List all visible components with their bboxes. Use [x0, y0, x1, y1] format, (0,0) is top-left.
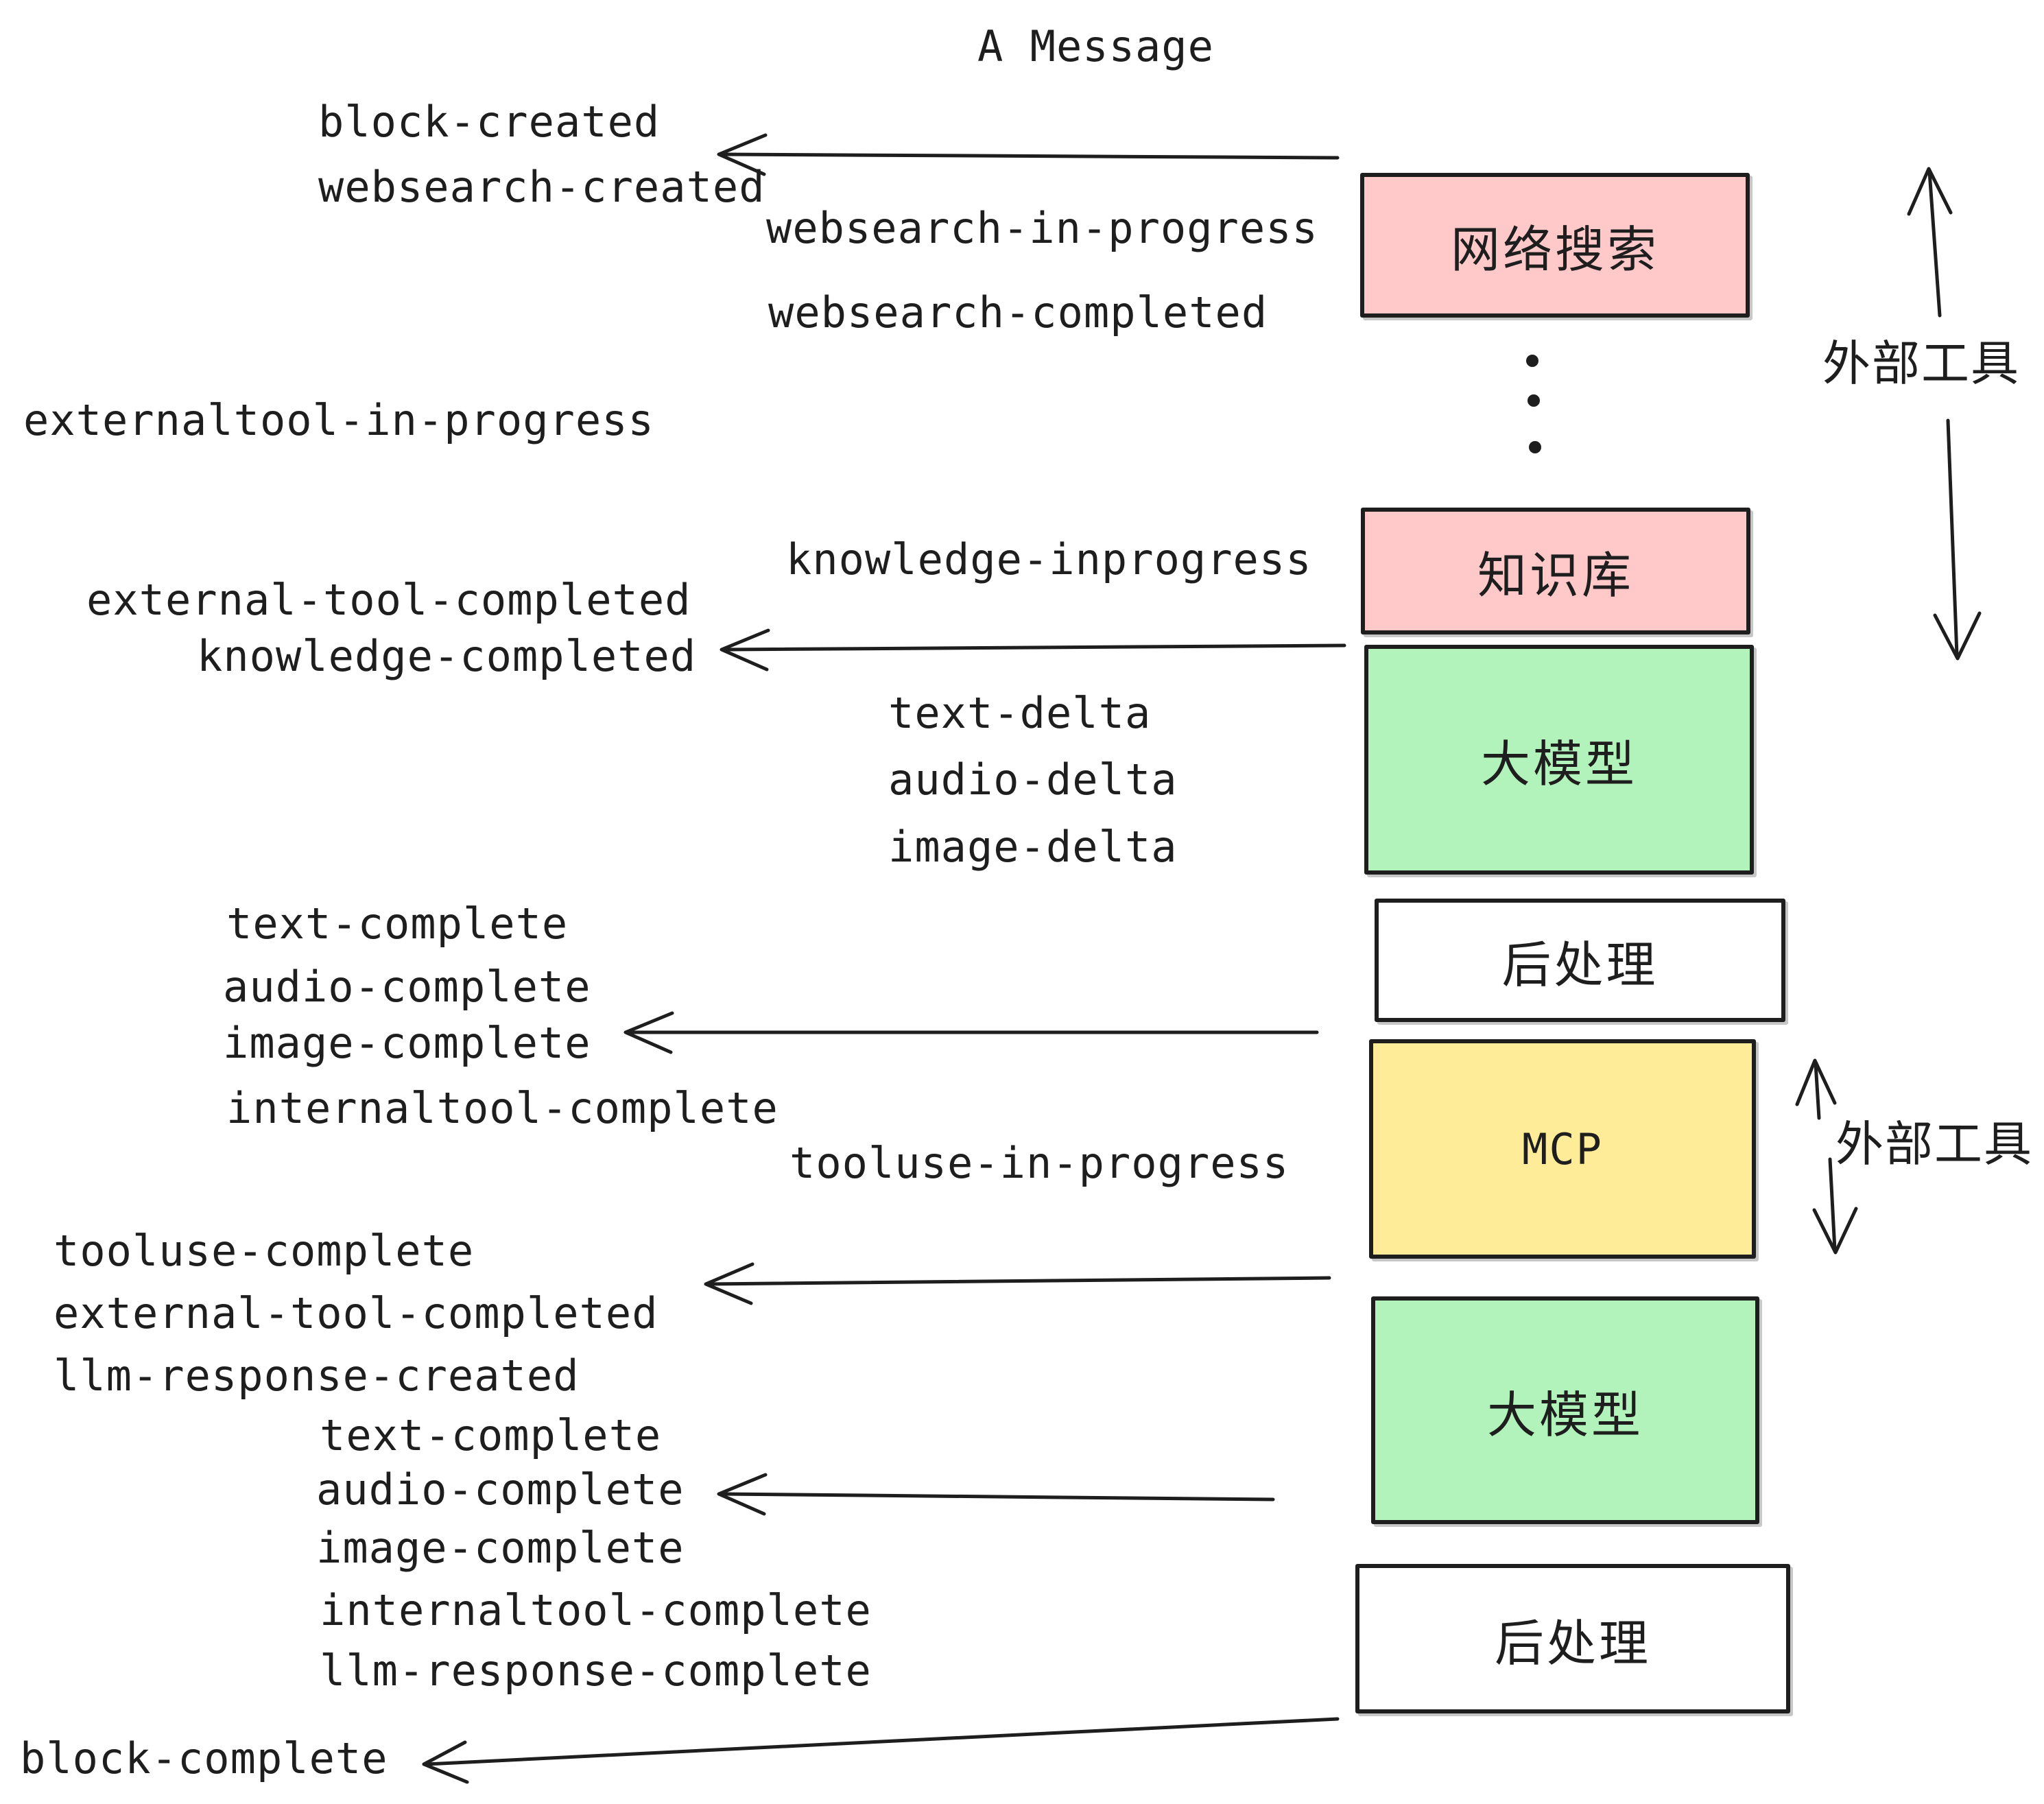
- event-external-tool-completed-2: external-tool-completed: [54, 1288, 658, 1338]
- box-mcp: MCP: [1369, 1039, 1756, 1259]
- arrow-to-knowledge-completed: [720, 628, 1346, 672]
- event-llm-response-complete: llm-response-complete: [320, 1646, 872, 1696]
- event-image-complete-1: image-complete: [223, 1018, 591, 1068]
- event-internaltool-complete-1: internaltool-complete: [226, 1083, 779, 1133]
- event-text-complete-1: text-complete: [226, 899, 569, 949]
- event-external-tool-completed: external-tool-completed: [86, 575, 691, 625]
- box-postprocess-bottom-label: 后处理: [1494, 1614, 1651, 1672]
- event-tooluse-complete: tooluse-complete: [54, 1226, 475, 1276]
- arrow-to-websearch-created: [717, 133, 1340, 176]
- event-block-complete: block-complete: [20, 1733, 388, 1783]
- event-tooluse-in-progress: tooluse-in-progress: [789, 1138, 1290, 1188]
- ellipsis-dots: [1526, 355, 1541, 453]
- arrow-to-tooluse-complete: [704, 1262, 1331, 1305]
- event-image-complete-2: image-complete: [316, 1523, 685, 1573]
- box-websearch-label: 网络搜索: [1450, 221, 1659, 278]
- arrow-to-block-complete: [422, 1717, 1340, 1784]
- event-knowledge-inprogress: knowledge-inprogress: [786, 534, 1312, 584]
- box-knowledge-label: 知识库: [1477, 547, 1634, 604]
- event-text-delta-1: text-delta: [888, 688, 1152, 738]
- event-websearch-completed: websearch-completed: [768, 287, 1268, 337]
- event-websearch-in-progress: websearch-in-progress: [766, 203, 1318, 253]
- event-image-delta-1: image-delta: [888, 822, 1178, 872]
- box-websearch: 网络搜索: [1360, 173, 1750, 318]
- box-llm-bottom-label: 大模型: [1486, 1386, 1643, 1444]
- box-mcp-label: MCP: [1522, 1124, 1603, 1174]
- diagram-title: A Message: [977, 21, 1214, 71]
- external-tools-label-top: 外部工具: [1822, 335, 2020, 392]
- arrow-to-image-complete: [623, 1011, 1319, 1054]
- external-tools-label-bottom: 外部工具: [1835, 1116, 2033, 1172]
- box-llm-top: 大模型: [1364, 645, 1754, 875]
- box-postprocess-top: 后处理: [1375, 899, 1785, 1022]
- event-externaltool-in-progress: externaltool-in-progress: [23, 395, 654, 445]
- box-postprocess-top-label: 后处理: [1501, 936, 1659, 994]
- event-websearch-created: websearch-created: [318, 162, 765, 212]
- event-text-complete-2: text-complete: [320, 1410, 662, 1460]
- external-tools-top-down-arrow: [1933, 418, 1982, 661]
- event-block-created: block-created: [318, 97, 661, 147]
- event-audio-delta-1: audio-delta: [888, 755, 1178, 805]
- box-llm-bottom: 大模型: [1371, 1296, 1759, 1524]
- box-knowledge: 知识库: [1361, 508, 1750, 634]
- external-tools-top-up-arrow: [1907, 167, 1953, 318]
- event-knowledge-completed: knowledge-completed: [197, 631, 697, 681]
- event-audio-complete-2: audio-complete: [316, 1464, 685, 1515]
- external-tools-bottom-down-arrow: [1812, 1157, 1858, 1255]
- external-tools-bottom-up-arrow: [1795, 1058, 1837, 1120]
- event-llm-response-created: llm-response-created: [54, 1351, 580, 1401]
- box-postprocess-bottom: 后处理: [1355, 1564, 1790, 1713]
- arrow-to-audio-complete: [717, 1473, 1275, 1516]
- event-internaltool-complete-2: internaltool-complete: [320, 1585, 872, 1635]
- event-audio-complete-1: audio-complete: [223, 962, 591, 1012]
- box-llm-top-label: 大模型: [1480, 735, 1637, 793]
